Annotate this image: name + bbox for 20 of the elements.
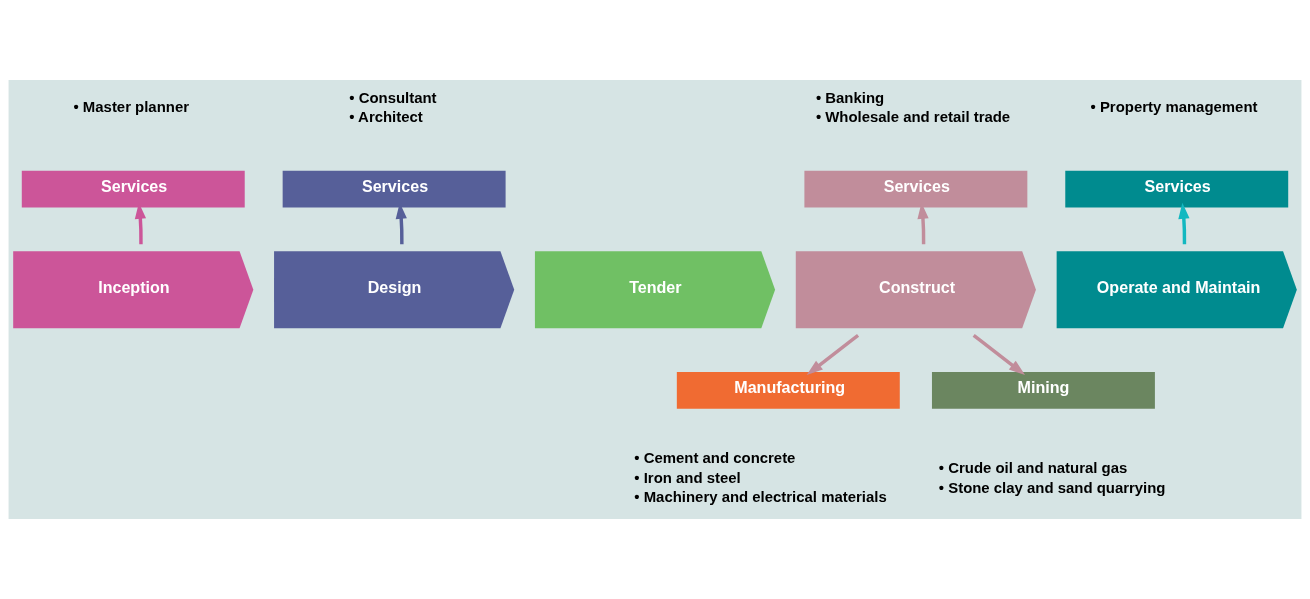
node-box: Services [1065, 170, 1289, 208]
node-box: Manufacturing [676, 371, 900, 409]
node-label: • Consultant [349, 88, 437, 106]
arrow [806, 334, 860, 375]
node-label: • Architect [349, 108, 423, 126]
node-label: • Iron and steel [634, 468, 741, 486]
node-box: Mining [931, 371, 1155, 409]
node-label: • Banking [815, 88, 885, 106]
node-box: Services [282, 170, 506, 208]
arrow [972, 334, 1026, 375]
node-label: • Crude oil and natural gas [938, 459, 1128, 477]
node-box: Services [804, 170, 1028, 208]
node-label: • Property management [1090, 98, 1258, 116]
node-label: • Cement and concrete [634, 449, 796, 467]
arrow [1178, 202, 1190, 245]
node-label: • Machinery and electrical materials [634, 488, 887, 506]
node-box: Services [21, 170, 245, 208]
node-label: • Master planner [73, 98, 190, 116]
node-label: • Wholesale and retail trade [815, 108, 1011, 126]
node-label: • Stone clay and sand quarrying [938, 479, 1166, 497]
